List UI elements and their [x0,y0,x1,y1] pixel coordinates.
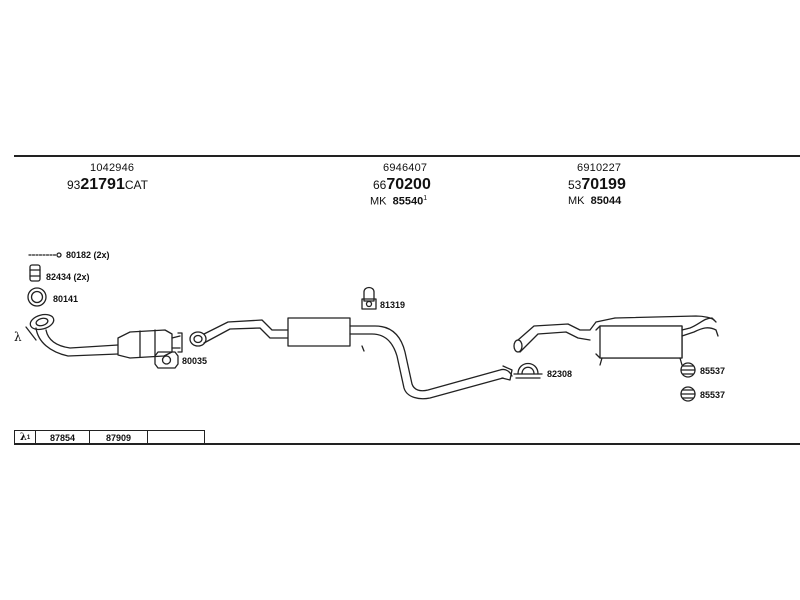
rear-mk-label: MK 85044 [568,195,621,207]
lambda-sensor-cell-1: 87854 [36,431,90,444]
middle-mk-number: 85540 [392,195,424,208]
rear-part-main: 70199 [581,176,626,193]
rear-mk-prefix: MK [568,195,585,207]
clamp-82308-icon [513,362,543,379]
callout-80035: 80035 [182,356,208,366]
bolt-80182-icon [28,252,62,258]
middle-part-main: 70200 [386,176,431,193]
middle-pipe-silencer [189,317,513,400]
gasket-80141-icon [27,287,47,307]
callout-80182: 80182 (2x) [66,250,110,260]
rear-part-ref: 6910227 [577,162,622,174]
front-part-main: 21791 [80,176,125,193]
middle-part-ref: 6946407 [383,162,428,174]
front-part-number: 9321791CAT [67,176,148,194]
middle-mk-sup: 1 [423,195,428,202]
middle-mk-label: MK 855401 [370,195,427,208]
callout-81319: 81319 [380,300,406,310]
callout-80141: 80141 [53,294,79,304]
rear-pipe-silencer [513,315,719,366]
callout-85537-a: 85537 [700,366,726,376]
lambda-sensor-label: λ [14,330,22,344]
lambda-symbol: λ [19,432,27,443]
front-part-suffix: CAT [124,178,148,192]
rear-part-prefix: 53 [568,178,582,192]
bottom-rule [14,443,800,445]
middle-mk-prefix: MK [370,195,387,208]
rear-part-number: 5370199 [568,176,626,194]
front-pipe-catalyst [25,313,183,359]
lambda-sensor-cell-3 [148,431,204,444]
callout-82308: 82308 [547,369,573,379]
front-part-ref: 1042946 [90,162,135,174]
nut-82434-icon [29,264,41,282]
callout-82434: 82434 (2x) [46,272,90,282]
callout-85537-b: 85537 [700,390,726,400]
front-part-prefix: 93 [67,178,81,192]
rubber-mount-85537b-icon [680,386,696,402]
clamp-81319-icon [361,286,377,310]
lambda-sup: 1 [26,434,31,441]
lambda-sensor-cell-2: 87909 [90,431,148,444]
middle-part-prefix: 66 [373,178,387,192]
middle-part-number: 6670200 [373,176,431,194]
rubber-mount-85537a-icon [680,362,696,378]
top-rule [14,155,800,157]
gasket-80035-icon [154,351,179,369]
rear-mk-number: 85044 [590,195,622,207]
